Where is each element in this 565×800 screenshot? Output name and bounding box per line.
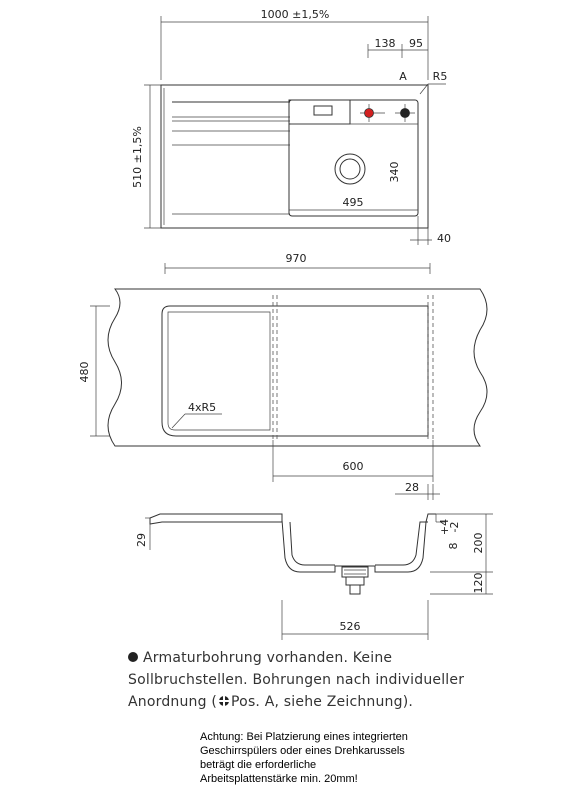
top-view: 1000 ±1,5% 138 95 A R5 510 ±1,5%: [131, 8, 451, 245]
dim-340: 340: [388, 162, 401, 183]
cutout-outline: [161, 305, 429, 437]
dim-510: 510 ±1,5%: [131, 126, 144, 188]
dim-120: 120: [472, 573, 485, 594]
label-pos-a: A: [399, 70, 407, 83]
cutout-view: 970 4xR5 480 600 28: [78, 252, 488, 500]
dim-28: 28: [405, 481, 419, 494]
bullet-icon: [128, 652, 138, 662]
section-view: 29 +4 -2 8 200 120 526: [135, 513, 493, 640]
tap-hole-note: Armaturbohrung vorhanden. Keine Sollbruc…: [128, 647, 548, 713]
bowl-outer: [281, 513, 436, 573]
dim-8-tol-bottom: -2: [448, 522, 461, 533]
dim-8: 8: [447, 543, 460, 550]
warning-note: Achtung: Bei Platzierung eines integrier…: [200, 730, 530, 786]
dim-526: 526: [340, 620, 361, 633]
countertop: [107, 288, 488, 447]
drain-tail: [349, 584, 361, 595]
dim-29: 29: [135, 533, 148, 547]
dim-600: 600: [343, 460, 364, 473]
dim-200: 200: [472, 533, 485, 554]
overflow-panel: [288, 99, 351, 125]
basin-top: [288, 99, 419, 217]
dim-1000: 1000 ±1,5%: [261, 8, 330, 21]
bowl-inner: [289, 521, 428, 566]
note-line-3: Anordnung (Pos. A, siehe Zeichnung).: [128, 694, 414, 710]
dim-495: 495: [343, 196, 364, 209]
note-line-2: Sollbruchstellen. Bohrungen nach individ…: [128, 672, 465, 688]
warning-line-4: Arbeitsplattenstärke min. 20mm!: [200, 773, 358, 785]
dim-480: 480: [78, 362, 91, 383]
dim-40: 40: [437, 232, 451, 245]
dim-138: 138: [375, 37, 396, 50]
warning-line-2: Geschirrspülers oder eines Drehkarussels: [200, 745, 405, 757]
dim-4xr5: 4xR5: [188, 401, 216, 414]
drain-inner: [339, 158, 361, 180]
dim-970: 970: [286, 252, 307, 265]
tap-hole-pos-a-icon: [400, 108, 410, 118]
dim-8-tol-top: +4: [438, 519, 451, 535]
drainboard-section: [149, 513, 283, 525]
note-line-1: Armaturbohrung vorhanden. Keine: [128, 647, 548, 669]
dim-95: 95: [409, 37, 423, 50]
tap-hole-hot-icon: [364, 108, 374, 118]
drain-nut: [345, 576, 365, 586]
sink-outline-top: [160, 84, 429, 229]
drain-fitting: [341, 566, 369, 578]
warning-line-1: Achtung: Bei Platzierung eines integrier…: [200, 731, 408, 743]
tap-hole-symbol-icon: [219, 696, 230, 706]
drain-outer: [334, 153, 366, 185]
label-r5: R5: [433, 70, 448, 83]
warning-line-3: beträgt die erforderliche: [200, 759, 317, 771]
overflow-slot: [313, 105, 333, 116]
